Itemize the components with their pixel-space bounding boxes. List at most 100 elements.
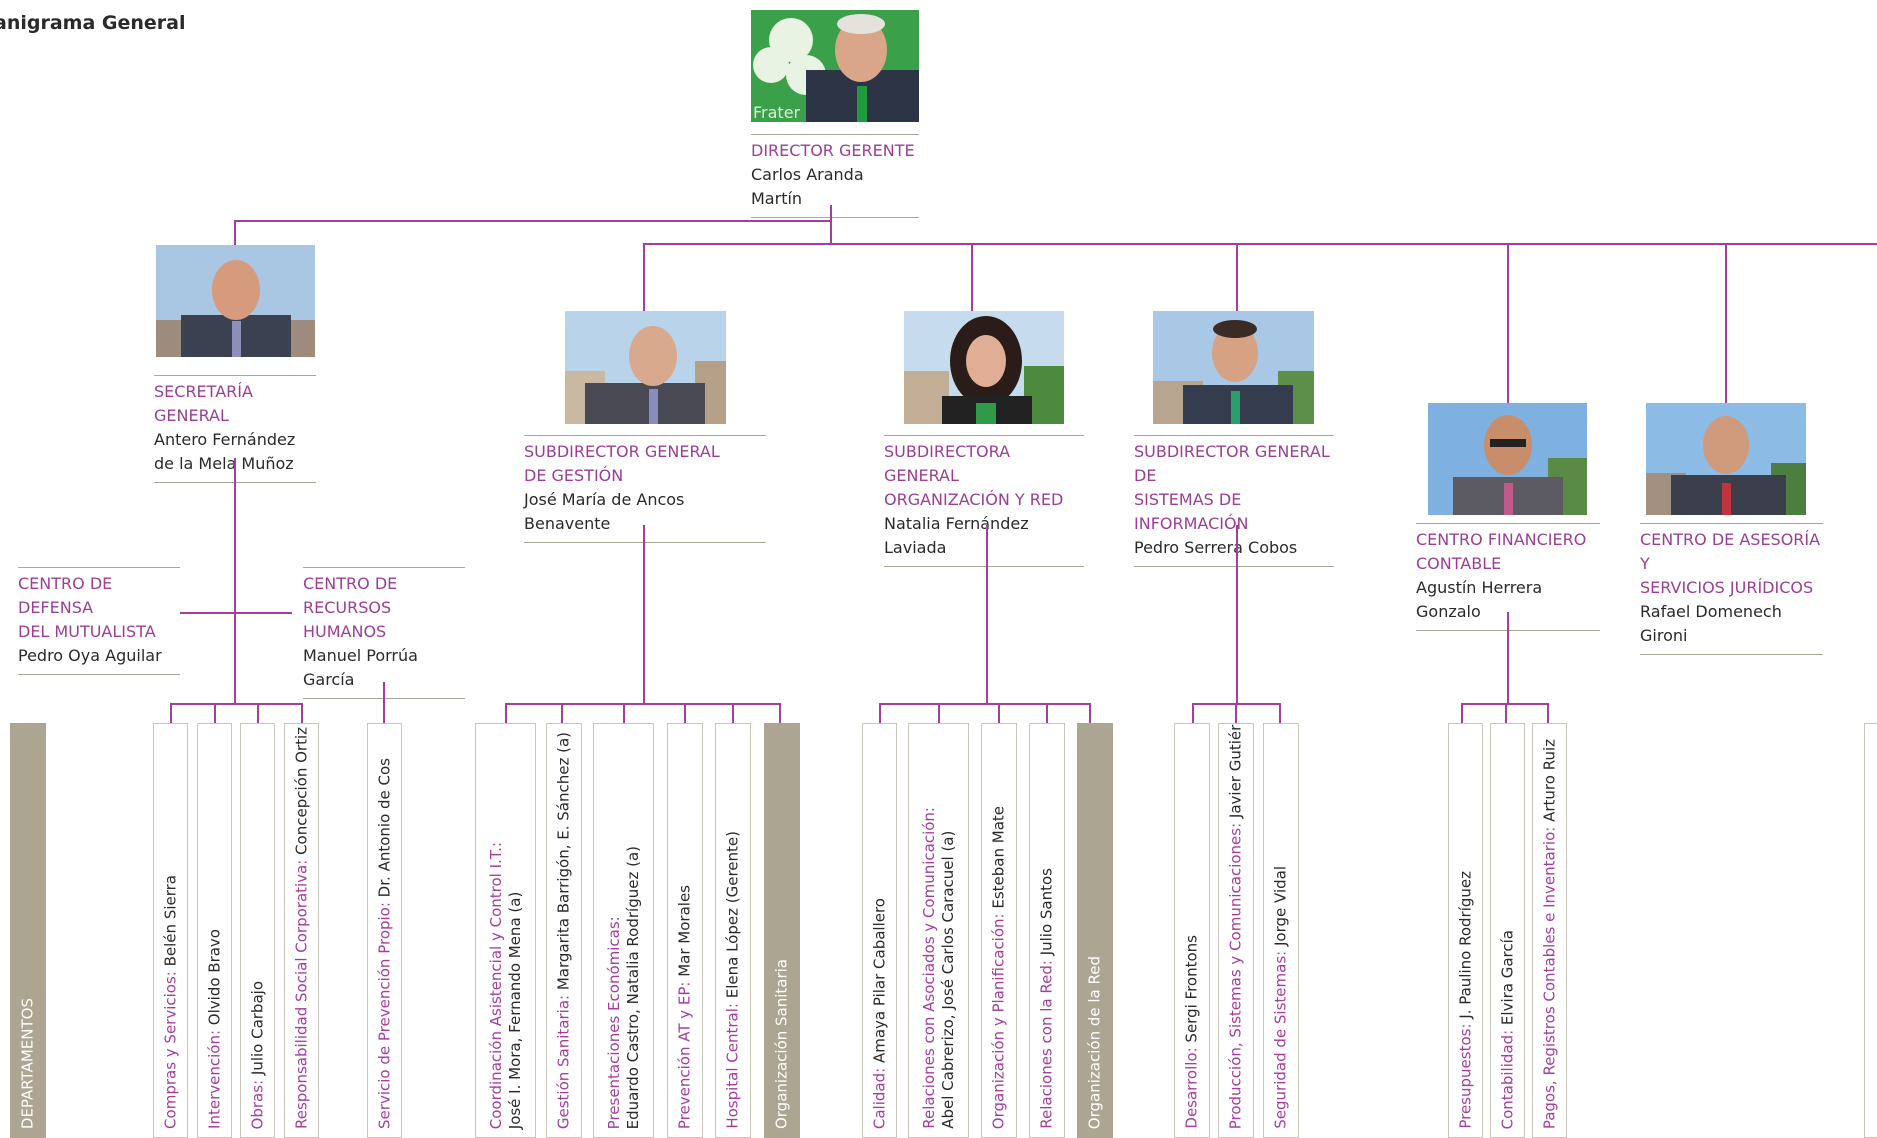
director-role: DIRECTOR GERENTE	[751, 141, 915, 160]
department-label: Prevención AT y EP:	[675, 976, 694, 1129]
connector	[180, 612, 292, 614]
department-label: Relaciones con la Red:	[1037, 955, 1056, 1129]
sistemas-role: SUBDIRECTOR GENERAL DE SISTEMAS DE INFOR…	[1134, 442, 1330, 533]
connector	[234, 220, 236, 245]
connector	[561, 703, 563, 723]
asesoria-photo	[1646, 403, 1806, 515]
department-label: Servicio de Prevención Propio:	[375, 897, 393, 1129]
secretaria-card: SECRETARÍA GENERAL Antero Fernández de l…	[154, 375, 316, 483]
department-name: Julio Carbajo	[248, 980, 266, 1075]
sistemas-name: Pedro Serrera Cobos	[1134, 538, 1298, 557]
financiero-card: CENTRO FINANCIERO CONTABLE Agustín Herre…	[1416, 523, 1600, 631]
connector	[684, 703, 686, 723]
connector	[1725, 243, 1727, 403]
connector	[1236, 243, 1238, 311]
department-box: Responsabilidad Social Corporativa: Conc…	[284, 723, 319, 1138]
gestion-name: José María de Ancos Benavente	[524, 490, 685, 533]
connector	[1461, 703, 1463, 723]
department-name: Eduardo Castro, Natalia Rodríguez (a)	[623, 845, 642, 1129]
department-label: Seguridad de Sistemas:	[1271, 946, 1290, 1129]
defensa-role: CENTRO DE DEFENSA DEL MUTUALISTA	[18, 574, 156, 641]
connector	[830, 205, 832, 245]
department-name: Elvira García	[1498, 929, 1516, 1025]
department-label: Intervención:	[205, 1025, 223, 1129]
departamentos-label: DEPARTAMENTOS	[18, 997, 37, 1129]
department-box: Organización y Planificación: Esteban Ma…	[981, 723, 1017, 1138]
sistemas-card: SUBDIRECTOR GENERAL DE SISTEMAS DE INFOR…	[1134, 435, 1334, 567]
department-name: Esteban Mate	[989, 805, 1008, 909]
connector	[1507, 243, 1509, 403]
department-name: Mar Morales	[675, 884, 694, 977]
department-label: Organización y Planificación:	[989, 908, 1008, 1129]
organizacion-name: Natalia Fernández Laviada	[884, 514, 1029, 557]
rrhh-name: Manuel Porrúa García	[303, 646, 418, 689]
page-title: anigrama General	[0, 12, 186, 34]
director-card: DIRECTOR GERENTE Carlos Aranda Martín	[751, 134, 919, 218]
connector	[1192, 703, 1194, 723]
connector	[779, 703, 781, 723]
director-name: Carlos Aranda Martín	[751, 165, 864, 208]
department-name: Olvido Bravo	[205, 929, 223, 1026]
department-label: Producción, Sistemas y Comunicaciones:	[1226, 817, 1245, 1129]
connector	[170, 703, 303, 705]
connector	[301, 703, 303, 723]
department-label: Presentaciones Económicas:	[604, 915, 623, 1129]
department-box: Organización Sanitaria	[764, 723, 800, 1138]
department-name: Margarita Barrigón, E. Sánchez (a)	[554, 731, 573, 991]
connector	[505, 703, 507, 723]
department-box: Presentaciones Económicas:Eduardo Castro…	[593, 723, 654, 1138]
secretaria-role: SECRETARÍA GENERAL	[154, 382, 253, 425]
department-box: Organización de la Red	[1077, 723, 1113, 1138]
department-box: Intervención: Olvido Bravo	[197, 723, 232, 1138]
organizacion-role: SUBDIRECTORA GENERAL ORGANIZACIÓN Y RED	[884, 442, 1064, 509]
department-box: Prevención AT y EP: Mar Morales	[667, 723, 703, 1138]
department-box: Hospital Central: Elena López (Gerente)	[715, 723, 751, 1138]
department-label: Relaciones con Asociados y Comunicación:	[919, 807, 938, 1129]
secretaria-photo	[156, 245, 315, 357]
connector	[879, 703, 1091, 705]
department-box: Relaciones con la Red: Julio Santos	[1029, 723, 1065, 1138]
department-label: Responsabilidad Social Corporativa:	[292, 854, 310, 1129]
connector	[643, 243, 1877, 245]
department-name: Javier Gutiérrez	[1226, 723, 1245, 818]
rrhh-role: CENTRO DE RECURSOS HUMANOS	[303, 574, 398, 641]
connector	[938, 703, 940, 723]
department-name: José I. Mora, Fernando Mena (a)	[505, 891, 524, 1129]
gestion-role: SUBDIRECTOR GENERAL DE GESTIÓN	[524, 442, 720, 485]
financiero-role: CENTRO FINANCIERO CONTABLE	[1416, 530, 1587, 573]
department-box: Servicio de Prevención Propio: Dr. Anton…	[367, 723, 402, 1138]
department-label: Obras:	[248, 1074, 266, 1129]
department-box: Contabilidad: Elvira García	[1490, 723, 1525, 1138]
department-label: Hospital Central:	[723, 998, 742, 1129]
department-name: Sergi Frontons	[1182, 935, 1201, 1043]
department-name: Abel Cabrerizo, José Carlos Caracuel (a)	[938, 830, 957, 1129]
department-name: Amaya Pilar Caballero	[870, 897, 888, 1063]
connector	[643, 525, 645, 703]
department-box: Compras y Servicios: Belén Sierra	[153, 723, 188, 1138]
department-label: Organización de la Red	[1085, 955, 1104, 1129]
department-name: Arturo Ruiz	[1540, 738, 1558, 822]
department-label: Pagos, Registros Contables e Inventario:	[1540, 821, 1558, 1129]
department-name: J. Paulino Rodríguez	[1456, 871, 1474, 1020]
department-label: Organización Sanitaria	[772, 958, 791, 1129]
department-name: Julio Santos	[1037, 868, 1056, 956]
department-box-partial	[1864, 723, 1877, 1138]
department-label: Presupuestos:	[1456, 1019, 1474, 1129]
department-label: Desarrollo:	[1182, 1042, 1201, 1129]
department-box: Calidad: Amaya Pilar Caballero	[862, 723, 897, 1138]
connector	[257, 703, 259, 723]
connector	[170, 703, 172, 723]
connector	[643, 243, 645, 311]
secretaria-name: Antero Fernández de la Mela Muñoz	[154, 430, 296, 473]
gestion-card: SUBDIRECTOR GENERAL DE GESTIÓN José Marí…	[524, 435, 766, 543]
connector	[1235, 703, 1237, 723]
connector	[1236, 525, 1238, 703]
connector	[623, 703, 625, 723]
asesoria-name: Rafael Domenech Gironi	[1640, 602, 1782, 645]
connector	[1547, 703, 1549, 723]
department-box: Producción, Sistemas y Comunicaciones: J…	[1218, 723, 1254, 1138]
department-name: Elena López (Gerente)	[723, 831, 742, 999]
connector	[732, 703, 734, 723]
gestion-photo	[565, 311, 726, 424]
organizacion-card: SUBDIRECTORA GENERAL ORGANIZACIÓN Y RED …	[884, 435, 1084, 567]
